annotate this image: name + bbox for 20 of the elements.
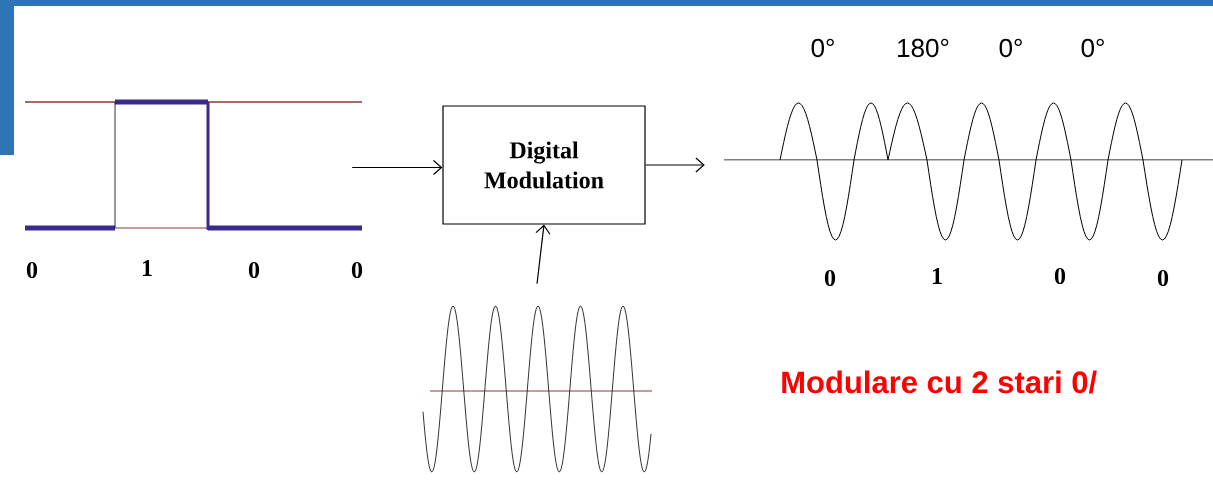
modulated-wave-drawing bbox=[723, 102, 1213, 241]
carrier-wave-drawing bbox=[422, 305, 653, 473]
bit-label: 0 bbox=[1054, 267, 1066, 285]
phase-label: 0° bbox=[999, 38, 1022, 58]
bit-label: 0 bbox=[824, 269, 836, 287]
square-wave-drawing bbox=[24, 99, 363, 231]
bit-label: 0 bbox=[351, 261, 363, 279]
bit-label: 1 bbox=[932, 268, 942, 284]
caption-text: Modulare cu 2 stari 0/ bbox=[782, 370, 1097, 394]
arrow bbox=[535, 224, 551, 285]
phase-label: 0° bbox=[811, 38, 834, 58]
bit-label: 0 bbox=[26, 261, 38, 279]
phase-label: 180° bbox=[898, 38, 949, 58]
bit-label: 1 bbox=[142, 260, 152, 276]
arrow bbox=[645, 157, 705, 173]
process-box: Digital Modulation bbox=[442, 105, 646, 225]
bit-label: 0 bbox=[248, 261, 260, 279]
arrow bbox=[351, 159, 443, 176]
bit-label: 0 bbox=[1157, 269, 1169, 287]
phase-label: 0° bbox=[1081, 38, 1104, 58]
